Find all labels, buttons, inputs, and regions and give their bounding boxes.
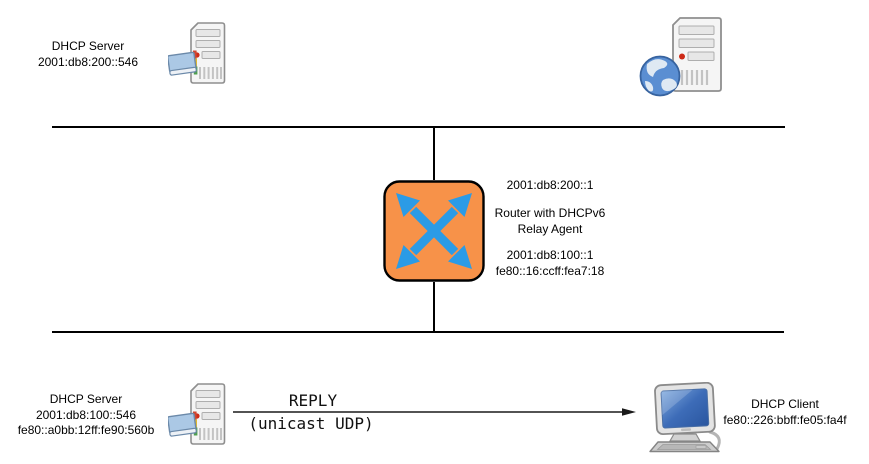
router-upstream-address: 2001:db8:200::1 (460, 178, 640, 194)
dhcp-server-top-title: DHCP Server (51, 39, 125, 53)
router-title: Router with DHCPv6 Relay Agent (460, 206, 640, 237)
crossed-arrows-icon (396, 193, 472, 269)
dhcp-client-link-local: fe80::226:bbff:fe05:fa4f (723, 412, 847, 427)
server-tower (190, 22, 226, 84)
router-upstream-link-line (433, 126, 435, 180)
upstream-network-segment-line (52, 126, 785, 128)
reply-arrow-icon (233, 408, 636, 416)
monitor (654, 382, 716, 436)
router-link-local-text: fe80::16:ccff:fea7:18 (495, 263, 605, 278)
dhcp-server-bottom-label: DHCP Server 2001:db8:100::546 fe80::a0bb… (0, 392, 172, 439)
reply-message-label: REPLY (288, 391, 338, 410)
dhcp-server-bottom-title: DHCP Server (49, 392, 123, 406)
dhcp-client-title: DHCP Client (751, 397, 819, 411)
server-led (679, 53, 685, 60)
dhcp-server-top-address: 2001:db8:200::546 (37, 54, 139, 69)
book-icon (168, 50, 198, 76)
dhcp-client-icon (649, 382, 721, 453)
router-downstream-addresses: 2001:db8:100::1 fe80::16:ccff:fea7:18 (460, 248, 640, 279)
router-upstream-address-text: 2001:db8:200::1 (506, 178, 594, 192)
router-title-line2: Relay Agent (517, 221, 583, 236)
dhcp-client-label: DHCP Client fe80::226:bbff:fe05:fa4f (695, 397, 869, 428)
dhcp-server-bottom-link-local: fe80::a0bb:12ff:fe90:560b (17, 423, 155, 437)
router-downstream-link-line (433, 282, 435, 332)
downstream-network-segment-line (52, 331, 784, 333)
dhcp-server-bottom-icon (168, 383, 226, 445)
monitor-stand (668, 433, 702, 442)
globe-icon (639, 55, 681, 97)
reply-transport-label: (unicast UDP) (248, 414, 374, 433)
dhcp-server-top-icon (168, 22, 226, 84)
router-downstream-address-text: 2001:db8:100::1 (506, 248, 594, 262)
computer-cable (708, 430, 721, 451)
keyboard (649, 441, 720, 453)
server-tower (190, 383, 226, 445)
dhcp-server-bottom-address: 2001:db8:100::546 (35, 407, 137, 422)
server-tower (672, 17, 722, 92)
dhcp-server-top-label: DHCP Server 2001:db8:200::546 (8, 39, 168, 70)
book-icon (168, 411, 198, 437)
globe-server-icon (639, 17, 722, 97)
router-title-line1: Router with DHCPv6 (494, 206, 606, 220)
router-icon (383, 180, 485, 282)
